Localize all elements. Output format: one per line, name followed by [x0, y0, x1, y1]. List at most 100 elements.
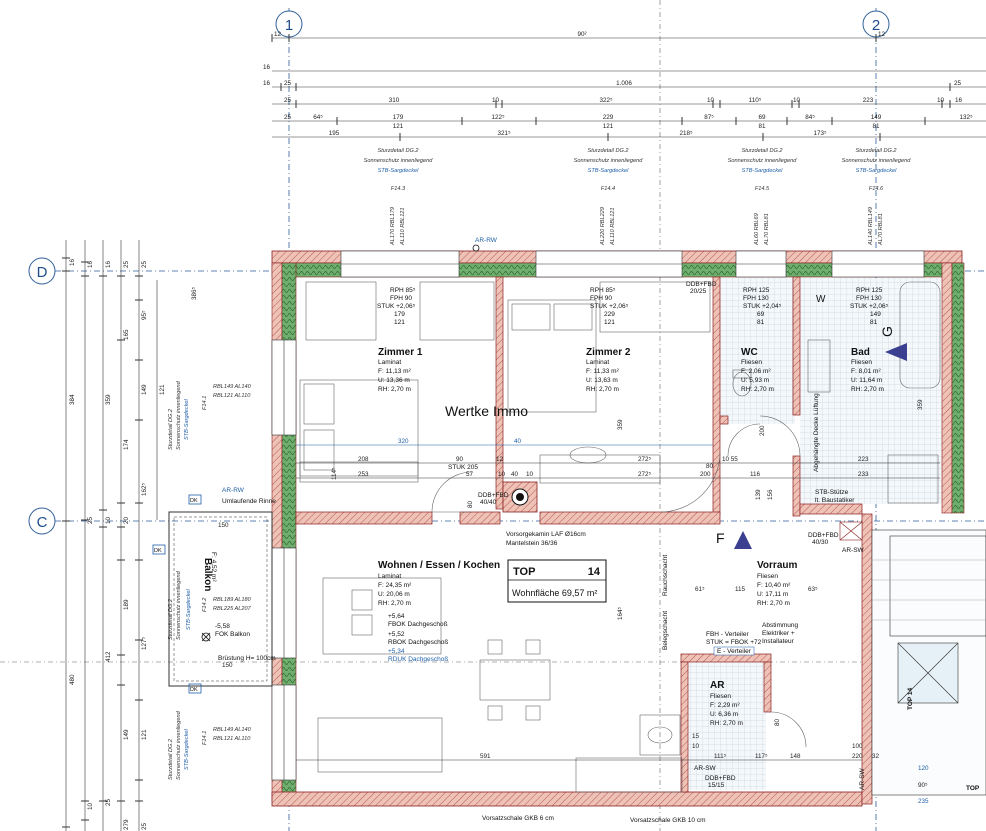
room-height: RH: 2,70 m	[757, 600, 790, 607]
neighbor-label: TOP	[966, 785, 980, 792]
window-notes-left: Sturzdetail DG.2 Sonnenschutz innenliege…	[168, 380, 252, 780]
dim-label: 25	[284, 114, 292, 121]
dimension-chains-horizontal	[271, 34, 986, 141]
room-area: F: 2,06 m²	[741, 368, 771, 375]
dim-label: 122⁵	[491, 114, 505, 121]
room-area: F: 2,29 m²	[710, 702, 740, 709]
dim-label: 16	[263, 80, 271, 87]
room-floor: Fliesen	[741, 359, 762, 366]
dim-label: 359	[617, 419, 624, 430]
stb-note: STB-Sargdeckel	[184, 729, 190, 770]
dk-label: DK	[190, 498, 198, 504]
room-name: Zimmer 1	[378, 347, 423, 358]
window-notes-top: Sturzdetail DG.2 Sonnenschutz innenliege…	[364, 148, 912, 246]
sonnen-note: Sonnenschutz innenliegend	[176, 380, 182, 450]
dim-label: 310	[389, 97, 400, 104]
dim-label: 189	[123, 599, 130, 610]
window-code: F14.1	[202, 731, 208, 745]
dim-label: 16	[955, 97, 963, 104]
sturz-note: Sturzdetail DG.2	[168, 408, 174, 450]
dim-label: 156	[767, 489, 774, 500]
sill: 229	[604, 311, 615, 318]
dim-label: 148	[790, 753, 801, 760]
dim-label: 173⁵	[813, 130, 827, 137]
bath-tiles	[800, 278, 948, 504]
room-perimeter: U: 20,06 m	[378, 591, 410, 598]
room-perimeter: U: 17,11 m	[757, 591, 788, 598]
fph: FPH 130	[856, 295, 882, 302]
dim-label: 162⁵	[141, 482, 148, 496]
dim-label: 25	[954, 80, 962, 87]
windows-left	[271, 339, 297, 781]
desk	[539, 454, 661, 484]
dim-label: 10	[707, 97, 715, 104]
stairwell	[839, 521, 986, 796]
dim-label: 279	[123, 819, 130, 830]
level-label: RDUK Dachgeschoß	[388, 656, 448, 663]
window-al-rbl: RBL149 AL140	[213, 727, 252, 733]
window-al-rbl: AL70 RBL81	[878, 213, 884, 246]
dim-label: 57	[466, 471, 474, 478]
dim-label: 40	[514, 438, 522, 445]
dim-label: 25	[87, 516, 94, 524]
column-label: STB-Stütze	[815, 489, 849, 496]
room-floor: Fliesen	[851, 359, 872, 366]
dining-table	[479, 659, 551, 701]
dim-label: 115	[735, 586, 746, 593]
wc-tiles	[720, 278, 795, 424]
dim-label: 386⁵	[191, 286, 198, 300]
dim-label: 149	[141, 384, 148, 395]
ar-sw-label: AR-SW	[694, 765, 717, 772]
room-height: RH: 2,70 m	[378, 600, 411, 607]
room-vorraum: Vorraum Fliesen F: 10,40 m² U: 17,11 m R…	[757, 560, 797, 607]
ar-tiles	[688, 662, 766, 790]
bed	[299, 379, 419, 477]
ddb-size: 20/25	[690, 288, 707, 295]
room-name: Zimmer 2	[586, 347, 631, 358]
room-name: WC	[741, 347, 758, 358]
dim-label: 200	[759, 425, 766, 436]
fok-label: FOK Balkon	[215, 631, 250, 638]
level-label: RBOK Dachgeschoß	[388, 639, 448, 646]
dim-label: 116	[750, 471, 761, 478]
coord-note: Installateur	[762, 638, 795, 645]
dim-label: 81	[872, 123, 880, 130]
misc-labels: AR-RW Vorsorgekamin LAF Ø16cm Mantelstei…	[388, 237, 980, 824]
ddb-label: DDB+FBD	[705, 775, 736, 782]
wardrobe	[599, 281, 711, 333]
rph: RPH 125	[743, 287, 770, 294]
rph: RPH 125	[856, 287, 883, 294]
window-al-rbl: RBL121 AL110	[213, 393, 251, 399]
level-value: +5,52	[388, 631, 405, 638]
window-code: F14.6	[869, 186, 884, 192]
rph: RPH 85⁵	[590, 287, 616, 294]
window-al-rbl: AL60 RBL69	[754, 213, 760, 246]
dim-label: 80	[706, 463, 714, 470]
dim-label: 64⁵	[313, 114, 323, 121]
dim-label: 90²	[577, 31, 586, 38]
dk-label: DK	[190, 687, 198, 693]
dim-label: 149	[871, 114, 882, 121]
dim-label: 81	[758, 123, 766, 130]
window-al-rbl: AL70 RBL81	[764, 213, 770, 246]
pipe-symbols	[201, 632, 211, 642]
ar-sw-label: AR-SW	[859, 767, 866, 790]
door-swings	[431, 415, 807, 748]
dim-label: 10	[692, 743, 700, 750]
dim-label: 10	[87, 802, 94, 810]
washbasin	[807, 339, 831, 393]
dim-label: 121	[141, 729, 148, 740]
sturz-note: Sturzdetail DG.2	[855, 148, 897, 154]
room-perimeter: U: 13,63 m	[586, 377, 618, 384]
ddb-size: 40/40	[480, 499, 497, 506]
stb-note: STB-Sargdeckel	[588, 168, 629, 174]
dim-label: 69	[758, 114, 766, 121]
dim-label: 121	[603, 123, 614, 130]
axis-bubble-2: 2	[862, 10, 890, 38]
dk-marker: DK	[188, 683, 202, 694]
dim-label: 12	[274, 31, 282, 38]
room-area: F: 24,35 m²	[378, 582, 412, 589]
dim-label: 223	[863, 97, 874, 104]
room-area: F: 11,33 m²	[586, 368, 620, 375]
dim-label: 16	[87, 260, 94, 268]
